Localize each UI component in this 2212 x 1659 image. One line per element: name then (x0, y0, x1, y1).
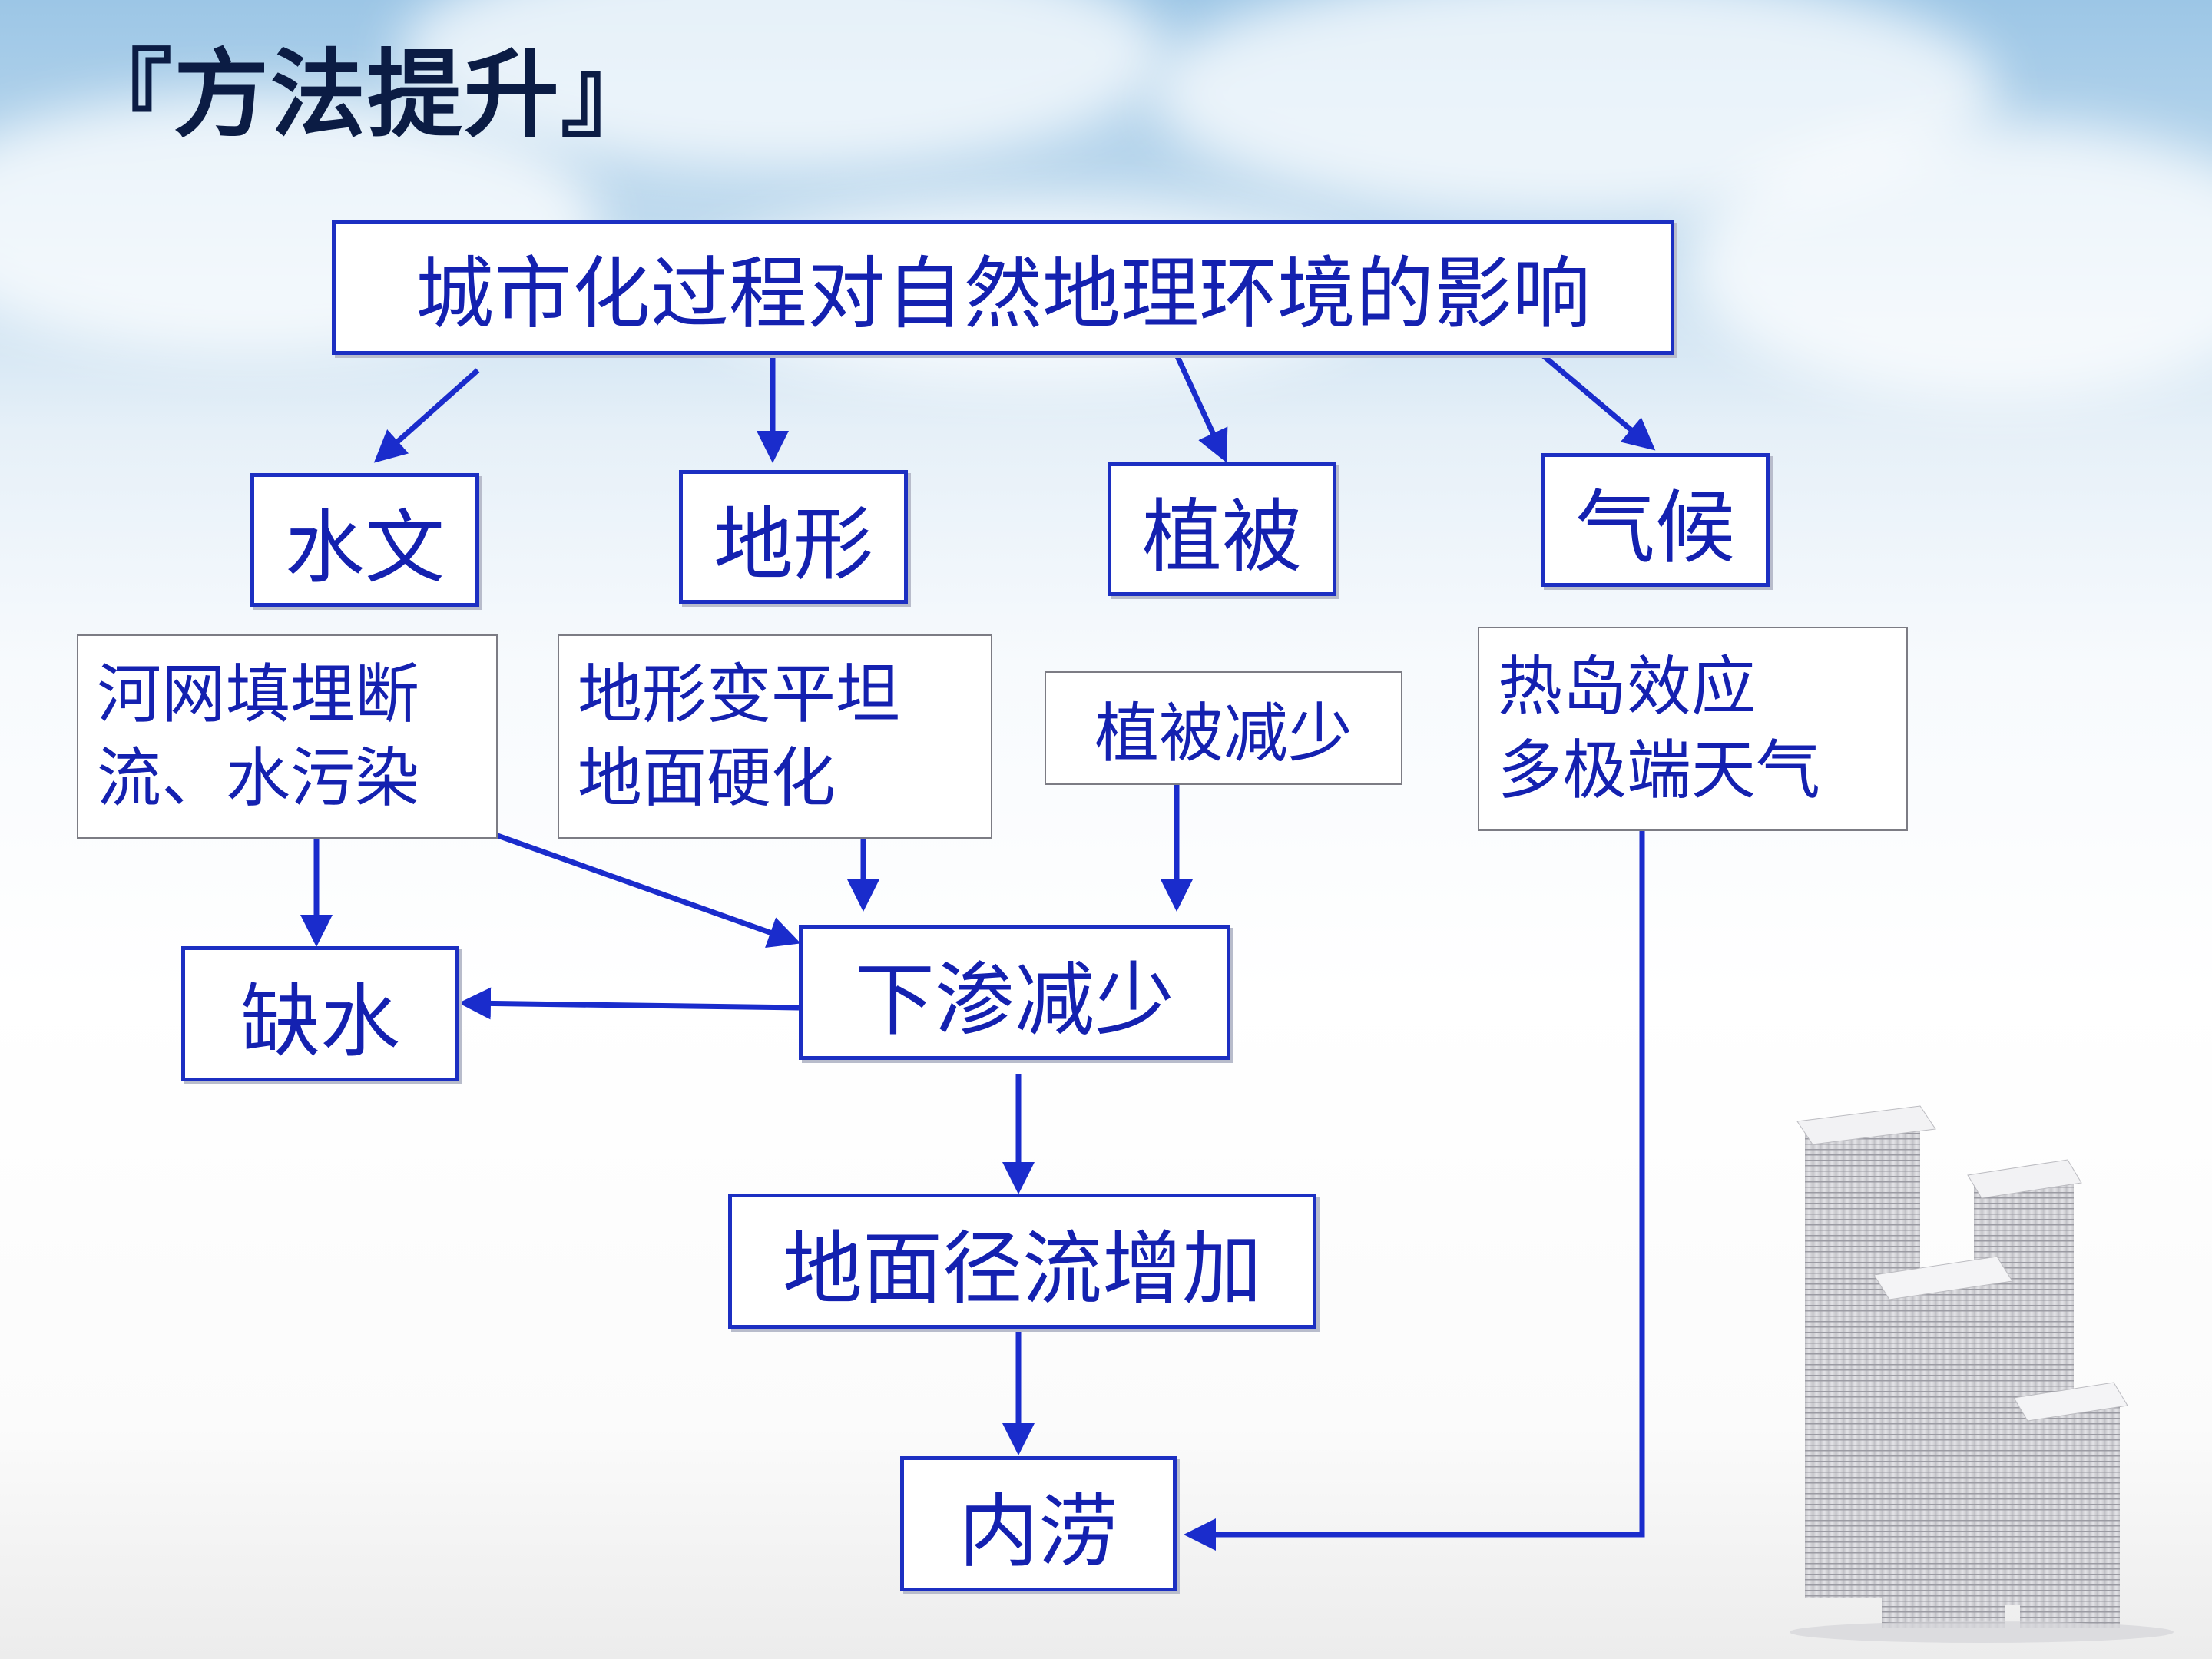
climate-box: 气候 (1541, 453, 1770, 587)
climate-effect-line-1: 热岛效应 (1498, 648, 1757, 724)
runoff-increase-box: 地面径流增加 (728, 1194, 1316, 1329)
paper-stacks-illustration (1790, 1105, 2174, 1643)
landform-effect-line-2: 地面硬化 (578, 740, 836, 816)
arrow-hydrology-to-infiltration (496, 833, 801, 949)
hydrology-label: 水文 (284, 500, 445, 594)
hydrology-box: 水文 (250, 473, 479, 607)
landform-effect-line-1: 地形变平坦 (578, 656, 901, 732)
infiltration-decrease-box: 下渗减少 (799, 925, 1230, 1060)
arrow-root-to-hydrology (373, 368, 480, 463)
root-label: 城市化过程对自然地理环境的影响 (416, 248, 1591, 340)
water-shortage-box: 缺水 (181, 946, 459, 1081)
infiltration-decrease-label: 下渗减少 (854, 952, 1174, 1047)
waterlogging-box: 内涝 (900, 1456, 1177, 1591)
hydrology-effect-box: 河网填埋断 流、水污染 (77, 634, 498, 839)
arrow-climate-to-waterlogging (1184, 831, 1645, 1551)
slide-title: 『方法提升』 (77, 40, 658, 151)
climate-label: 气候 (1575, 480, 1735, 575)
water-shortage-label: 缺水 (240, 974, 400, 1068)
stack-front-right (2013, 1382, 2128, 1628)
vegetation-box: 植被 (1108, 462, 1336, 596)
landform-label: 地形 (713, 497, 873, 591)
arrow-root-to-vegetation (1174, 353, 1228, 463)
climate-effect-line-2: 多极端天气 (1498, 733, 1821, 808)
hydrology-effect-line-1: 河网填埋断 (97, 656, 420, 732)
hydrology-effect-line-2: 流、水污染 (97, 740, 420, 816)
arrow-infiltration-to-shortage (459, 987, 800, 1020)
root-box: 城市化过程对自然地理环境的影响 (332, 220, 1674, 355)
stack-front-middle (1873, 1256, 2013, 1628)
landform-effect-box: 地形变平坦 地面硬化 (558, 634, 992, 839)
climate-effect-box: 热岛效应 多极端天气 (1478, 627, 1908, 831)
runoff-increase-label: 地面径流增加 (782, 1221, 1262, 1316)
vegetation-effect-label: 植被减少 (1094, 695, 1353, 771)
waterlogging-label: 内涝 (958, 1484, 1118, 1578)
landform-box: 地形 (679, 470, 908, 604)
vegetation-label: 植被 (1141, 489, 1302, 584)
arrow-root-to-climate (1540, 353, 1656, 451)
vegetation-effect-box: 植被减少 (1045, 671, 1402, 785)
